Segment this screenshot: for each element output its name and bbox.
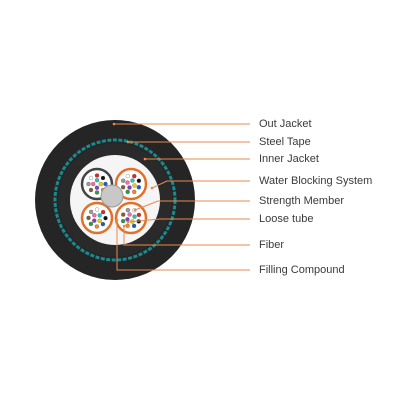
fiber-strand (97, 218, 102, 223)
label-water-blocking-system: Water Blocking System (259, 175, 373, 187)
leader-line (134, 200, 250, 211)
fiber-strand (92, 218, 97, 223)
fiber-strand (100, 175, 106, 181)
fiber-strand (86, 181, 91, 187)
leader-line (151, 180, 250, 189)
fiber-strand (98, 181, 103, 187)
leader-dot (126, 140, 130, 144)
label-filling-compound: Filling Compound (259, 264, 345, 276)
fiber-strand (132, 174, 137, 179)
fiber-strand (132, 183, 137, 188)
fiber-strand (103, 181, 108, 187)
fiber-strand (94, 190, 100, 195)
fiber-strand (91, 181, 96, 187)
leader-dot (150, 186, 154, 190)
fiber-strand (88, 209, 94, 215)
fiber-strand (88, 187, 94, 193)
label-fiber: Fiber (259, 239, 285, 251)
fiber-strand (127, 185, 132, 190)
steel-tape (53, 138, 177, 262)
fiber-strand (94, 173, 100, 178)
fiber-strand (125, 180, 130, 185)
fiber-strand (132, 214, 137, 219)
label-out-jacket: Out Jacket (259, 118, 312, 130)
fiber-strand (136, 185, 141, 190)
fiber-strand (88, 175, 94, 181)
leader-dot (133, 208, 137, 212)
fiber-strand (125, 217, 130, 222)
fiber-strand (125, 223, 130, 228)
fiber-strand (94, 185, 100, 190)
fiber-strand (120, 218, 126, 224)
fiber-strand (94, 178, 100, 183)
fiber-strand (125, 173, 130, 179)
leader-dot (143, 157, 147, 161)
leader-dot (115, 218, 119, 222)
leader-dot (122, 224, 126, 228)
label-inner-jacket: Inner Jacket (259, 153, 319, 165)
fiber-strand (92, 213, 97, 218)
label-steel-tape: Steel Tape (259, 136, 311, 148)
fiber-strand (100, 209, 106, 215)
fiber-strand (86, 215, 91, 221)
fiber-strand (120, 185, 126, 190)
fiber-strand (94, 224, 100, 229)
fiber-strand (125, 207, 131, 213)
label-strength-member: Strength Member (259, 195, 344, 207)
fiber-strand (125, 189, 130, 194)
label-loose-tube: Loose tube (259, 213, 314, 225)
leader-dot (112, 122, 116, 126)
leader-line (116, 220, 250, 271)
fiber-strand (121, 178, 126, 183)
fiber-strand (136, 178, 142, 183)
fiber-strand (131, 223, 137, 229)
fiber-strand (136, 212, 142, 218)
fiber-strand (88, 221, 94, 227)
leader-lines (112, 122, 250, 271)
fiber-strand (97, 213, 102, 218)
loose-tube (80, 201, 114, 235)
fiber-strand (94, 207, 100, 212)
fiber-strand (132, 189, 137, 195)
leader-line (123, 226, 250, 246)
fiber-strand (127, 212, 132, 217)
leader-dot (126, 220, 130, 224)
fiber-strand (121, 212, 126, 217)
fiber-strand (130, 178, 135, 183)
loose-tube-wall (114, 167, 148, 201)
leader-line (127, 218, 250, 223)
loose-tube (114, 167, 148, 201)
strength-member (100, 184, 124, 208)
fiber-strand (100, 221, 106, 227)
fiber-strand (103, 215, 108, 221)
